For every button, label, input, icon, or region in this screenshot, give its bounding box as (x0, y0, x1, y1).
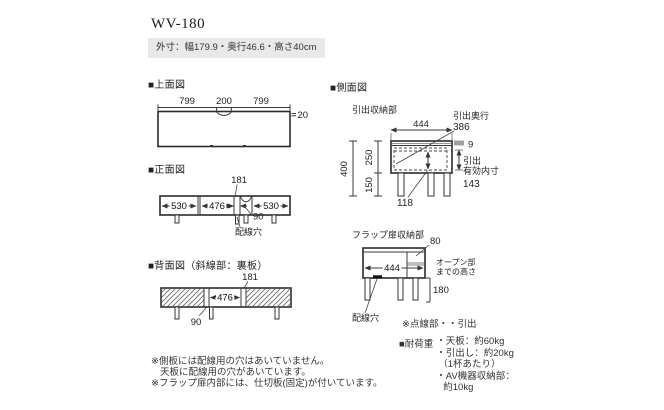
drawer-storage-label: 引出収納部 (352, 104, 397, 115)
dim-side-143: 143 (463, 179, 480, 190)
dim-front-476: 476 (209, 201, 225, 212)
dim-back-476: 476 (217, 293, 233, 304)
product-code: WV-180 (151, 16, 206, 32)
top-panel-swatch (454, 140, 464, 146)
back-niche-leader (243, 281, 249, 289)
open-height-dim: オープン部 までの高さ 180 (426, 257, 476, 303)
dim-top-799-left: 799 (179, 96, 195, 107)
top-thickness-callout: 9 (454, 140, 473, 151)
load-capacity-items: ・天板：約60kg ・引出し：約20kg （1杯あたり） ・AV機器収納部： 約… (436, 336, 514, 394)
front-view-heading: ■正面図 (148, 165, 186, 176)
flap-shelf-lines (407, 262, 425, 266)
dim-flap-80: 80 (430, 236, 441, 247)
load-item-av-value: 約10kg (443, 382, 474, 393)
top-thickness-callout: 20 (291, 110, 309, 121)
drawer-depth-callout: 引出奥行 386 (395, 110, 489, 165)
top-view-drawing: 799 200 799 20 (157, 96, 309, 148)
dim-side-250: 250 (364, 150, 375, 166)
front-dividers (197, 196, 253, 215)
dim-back-niche: 181 (242, 272, 258, 283)
flap-depth-dim: 444 (364, 261, 424, 276)
top-view-heading: ■上面図 (148, 80, 186, 91)
back-panel-right (245, 287, 292, 308)
cable-notch-arc (216, 112, 232, 116)
back-panel-left (160, 287, 205, 308)
dim-front-hole: 90 (253, 212, 264, 223)
bottom-118-callout: 118 (397, 170, 428, 209)
drawer-depth-label: 引出奥行 (453, 110, 489, 121)
top-view-dim-line: 799 200 799 (157, 96, 291, 112)
dim-side-400: 400 (339, 161, 350, 177)
front-dim-arrows: 530 476 530 (161, 199, 289, 214)
side-view-body-outline (390, 140, 453, 174)
dim-side-9: 9 (468, 140, 473, 151)
drawer-inner-label-1: 引出 (463, 155, 481, 166)
load-capacity-block: ■耐荷重 ・天板：約60kg ・引出し：約20kg （1杯あたり） ・AV機器収… (399, 336, 515, 394)
dim-front-niche: 181 (231, 175, 247, 186)
flap-wiring-hole-callout: 配線穴 (352, 278, 379, 323)
front-view-drawing: 181 530 476 530 90 配線穴 (159, 175, 291, 237)
side-legs (397, 172, 451, 197)
front-legs (174, 214, 277, 225)
bottom-edge-mark-right (243, 145, 246, 147)
wiring-hole-arc (240, 196, 252, 203)
dim-front-530-left: 530 (171, 201, 187, 212)
niche-leader (234, 184, 238, 196)
dim-top-thickness: 20 (298, 110, 309, 121)
flap-80-callout: 80 (415, 236, 441, 257)
back-view-drawing: 181 476 90 (160, 272, 292, 328)
load-item-drawer: ・引出し：約20kg (436, 347, 514, 359)
drawer-inner-label-2: 有効内寸 (463, 165, 499, 176)
back-dim-arrow: 476 (210, 291, 240, 306)
open-section-label-1: オープン部 (436, 257, 476, 267)
hole-width-leader (243, 204, 253, 216)
flap-storage-label: フラップ扉収納部 (352, 229, 424, 240)
footer-notes: ※側板には配線用の穴はあいていません。 天板に配線用の穴があいています。 ※フラ… (151, 356, 383, 389)
height-250-150-dim: 250 150 (364, 140, 382, 197)
dim-side-444: 444 (413, 119, 429, 130)
dim-top-200: 200 (216, 96, 232, 107)
back-dividers (203, 288, 247, 307)
flap-view-drawing: フラップ扉収納部 80 444 オープン部 までの高さ 180 配線穴 (352, 229, 476, 323)
side-depth-dim: 444 (390, 119, 453, 140)
load-item-drawer-note: （1杯あたり） (438, 359, 501, 370)
flap-wiring-hole-mark (373, 275, 382, 279)
dim-top-799-right: 799 (253, 96, 269, 107)
dim-flap-180: 180 (433, 285, 449, 296)
wiring-hole-leader (236, 216, 241, 228)
dim-back-hole: 90 (191, 317, 202, 328)
side-view-drawing: 引出収納部 444 400 250 150 引出奥行 386 (339, 104, 499, 209)
back-hole-leader (198, 307, 207, 317)
flap-legs (364, 277, 419, 301)
load-capacity-title: ■耐荷重 (399, 339, 434, 350)
load-item-top: ・天板：約60kg (436, 336, 505, 347)
dim-side-150: 150 (364, 177, 375, 193)
drawer-inner-dim: 引出 有効内寸 143 (455, 149, 499, 190)
height-400-dim: 400 (339, 140, 357, 197)
load-item-av: ・AV機器収納部： (436, 370, 515, 382)
wiring-hole-label: 配線穴 (235, 226, 262, 237)
side-view-heading: ■側面図 (330, 83, 368, 94)
dim-front-530-right: 530 (263, 201, 279, 212)
flap-wiring-hole-label: 配線穴 (352, 312, 379, 323)
top-view-body-outline (157, 110, 291, 148)
back-legs (174, 306, 280, 320)
bottom-edge-mark-left (210, 145, 213, 147)
dim-side-118: 118 (397, 198, 413, 209)
footer-note-2: 天板に配線用の穴があいています。 (160, 366, 311, 378)
dim-flap-444: 444 (384, 263, 400, 274)
footer-note-3: ※フラップ扉内部には、仕切板(固定)が付いています。 (151, 377, 383, 389)
back-view-heading: ■背面図（斜線部：裏板） (148, 261, 268, 272)
drawer-dashed-outline (393, 147, 448, 171)
open-section-label-2: までの高さ (436, 267, 476, 277)
footer-note-1: ※側板には配線用の穴はあいていません。 (151, 356, 330, 367)
dim-side-386: 386 (453, 122, 470, 133)
outer-dimensions-badge: 外寸：幅179.9・奥行46.6・高さ40cm (148, 38, 325, 58)
dotted-line-note: ※点線部・・引出 (402, 319, 477, 330)
